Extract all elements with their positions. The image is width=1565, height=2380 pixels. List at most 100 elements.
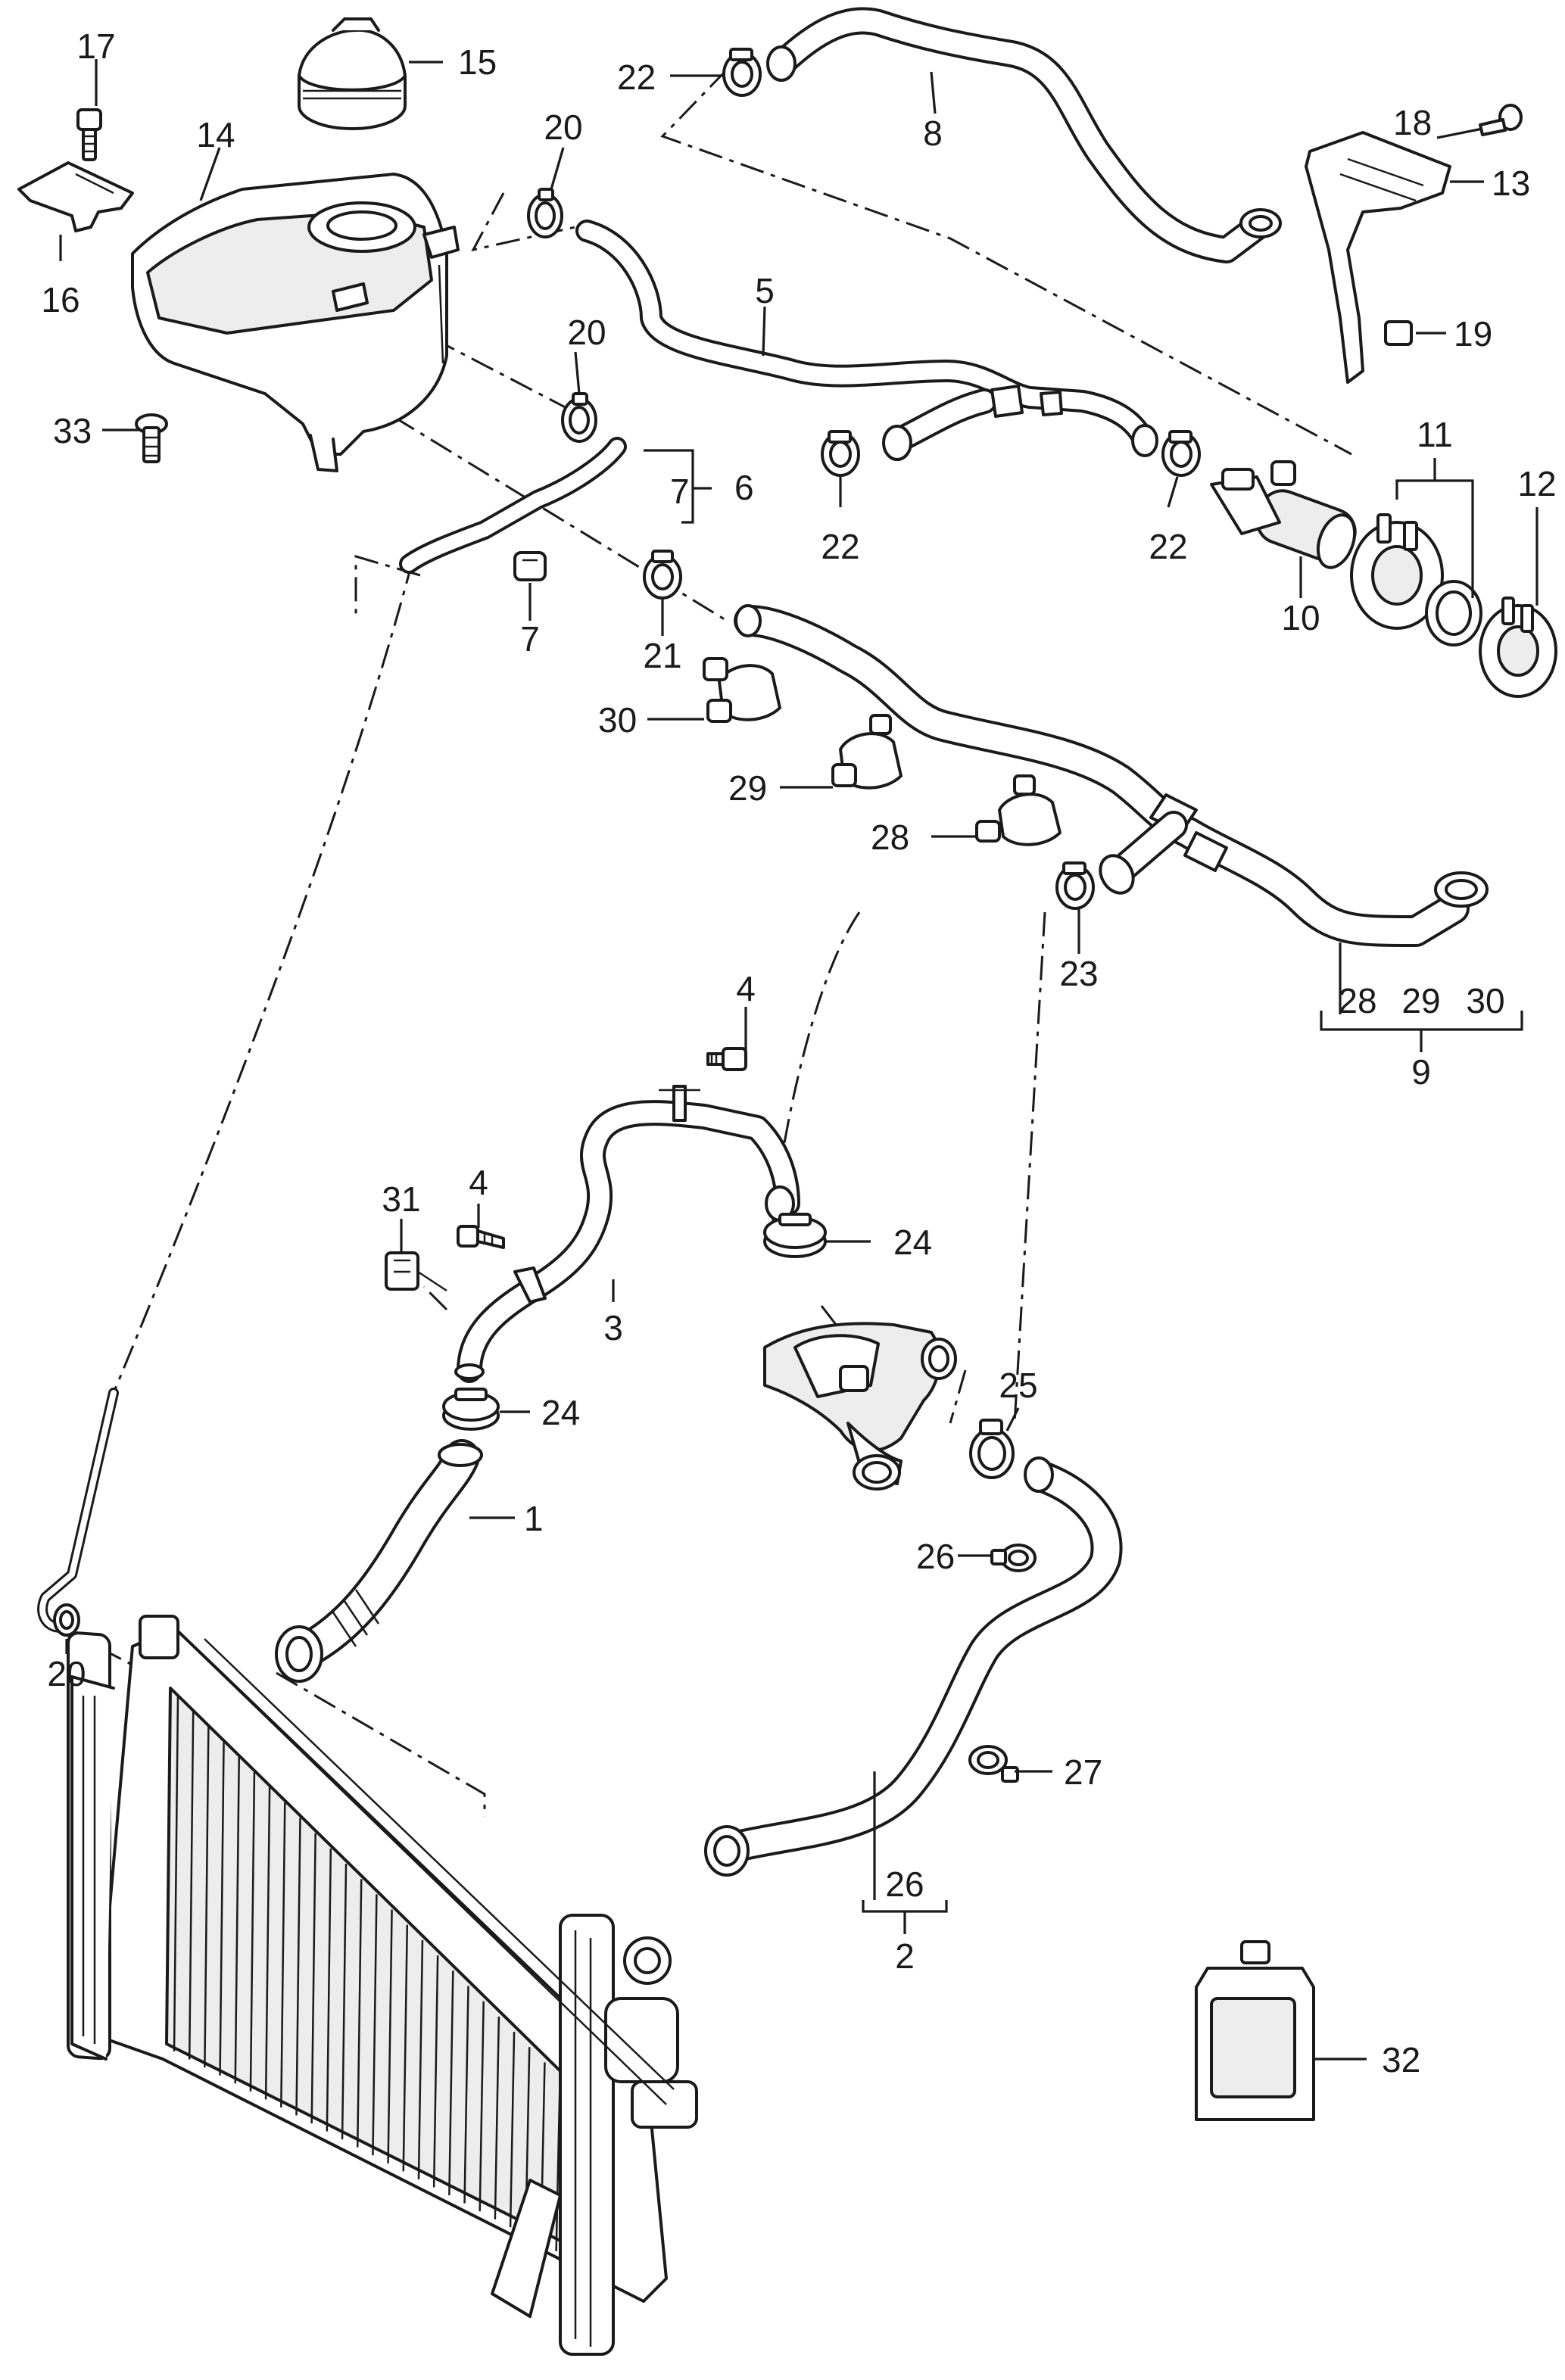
radiator-fin: [264, 1787, 271, 2100]
callout-labels: 17 15 14 16 33 20 20 22 8 5 6 7 7 22 22 …: [41, 26, 1556, 2079]
callout-22-a: 22: [617, 58, 656, 97]
bracket-16: [17, 161, 134, 232]
radiator-fin: [341, 1864, 348, 2140]
callout-7-a: 7: [670, 472, 690, 511]
callout-20-c: 20: [47, 1654, 86, 1693]
callout-10: 10: [1281, 598, 1320, 637]
callout-5: 5: [755, 271, 775, 310]
bolt-4-upper: [706, 1047, 747, 1071]
callout-26-a: 26: [916, 1537, 955, 1576]
hose-2: [704, 1456, 1123, 1877]
radiator-fin: [188, 1711, 195, 2060]
leader-lines: [59, 59, 1539, 2061]
bracket-13: [1305, 131, 1451, 384]
radiator-fin: [173, 1695, 179, 2052]
pipe-3: [454, 1085, 800, 1383]
callout-15: 15: [458, 42, 497, 82]
clamp-22-c: [1161, 430, 1201, 477]
radiator-fin: [509, 2032, 516, 2228]
callout-27: 27: [1064, 1752, 1102, 1792]
callout-18: 18: [1393, 103, 1432, 142]
callout-22-c: 22: [1149, 527, 1187, 566]
clamp-23: [1055, 861, 1095, 910]
callout-8: 8: [923, 114, 943, 153]
callout-24-a: 24: [893, 1223, 932, 1262]
callout-30-b: 30: [1466, 981, 1504, 1020]
clamp-27: [968, 1745, 1019, 1783]
clip-19: [1384, 320, 1413, 346]
filler-cap: [298, 17, 407, 130]
radiator-fin: [204, 1726, 210, 2068]
radiator-fin: [249, 1771, 256, 2092]
bolt-17: [76, 108, 102, 161]
radiator-fin: [310, 1833, 316, 2124]
callout-30-a: 30: [598, 700, 637, 740]
callout-23: 23: [1059, 954, 1098, 993]
callout-16: 16: [41, 280, 79, 319]
callout-21: 21: [643, 636, 681, 675]
callout-25: 25: [999, 1366, 1037, 1405]
radiator-fin: [448, 1970, 454, 2196]
callout-19: 19: [1454, 314, 1492, 354]
callout-14: 14: [196, 115, 235, 154]
sensor-11: [1350, 513, 1482, 646]
callout-11: 11: [1417, 415, 1453, 454]
radiator-fin: [387, 1909, 393, 2163]
callout-29-b: 29: [1401, 981, 1440, 1020]
callout-13: 13: [1492, 164, 1530, 203]
clip-28: [975, 774, 1062, 846]
callout-4-a: 4: [736, 969, 756, 1008]
clamp-20-c: [53, 1603, 80, 1637]
hose-1: [275, 1439, 483, 1683]
callout-3: 3: [603, 1308, 623, 1347]
callout-17: 17: [76, 26, 115, 66]
clamp-22-a: [722, 48, 762, 97]
callout-6: 6: [734, 468, 754, 507]
clamp-20-a: [527, 188, 563, 238]
clip-29: [831, 714, 903, 790]
callout-20-b: 20: [567, 313, 606, 352]
callout-22-b: 22: [821, 527, 859, 566]
clamp-21: [643, 550, 682, 600]
radiator-fin: [234, 1756, 240, 2084]
callout-2: 2: [895, 1936, 915, 1976]
thermostat-housing: [763, 1322, 957, 1491]
callout-7-b: 7: [520, 619, 540, 659]
radiator-fin: [372, 1894, 378, 2156]
hose-9: [734, 604, 1489, 947]
radiator-fin: [356, 1879, 363, 2148]
radiator-fin: [402, 1924, 409, 2172]
sensor-12: [1479, 597, 1557, 698]
expansion-tank: [131, 173, 460, 472]
radiator-fin: [295, 1818, 301, 2116]
bolt-33: [135, 413, 168, 463]
callout-32: 32: [1382, 2040, 1420, 2079]
radiator-fin: [417, 1939, 424, 2179]
clip-30: [703, 657, 781, 723]
callout-29-a: 29: [728, 768, 767, 808]
auxiliary-water-pump: [1210, 460, 1357, 569]
radiator-fin: [479, 2001, 485, 2212]
hose-8: [766, 7, 1282, 263]
radiator-fin: [219, 1741, 225, 2076]
radiator-fin: [326, 1848, 332, 2132]
callout-12: 12: [1517, 464, 1556, 503]
callout-28-b: 28: [1338, 981, 1376, 1020]
radiator-fin: [463, 1986, 469, 2204]
radiator: [67, 1615, 698, 2356]
radiator-fin: [494, 2016, 500, 2220]
callout-1: 1: [524, 1499, 544, 1538]
clamp-24-lower: [442, 1388, 500, 1431]
callout-9: 9: [1411, 1052, 1431, 1092]
callout-28-a: 28: [871, 818, 909, 857]
clamp-25: [969, 1419, 1015, 1479]
clip-31: [385, 1251, 447, 1292]
bolt-4-lower: [457, 1225, 505, 1249]
callout-26-b: 26: [885, 1864, 924, 1904]
callout-33: 33: [53, 411, 92, 450]
hose-5: [575, 220, 1158, 461]
clamp-22-b: [821, 430, 860, 477]
callout-4-b: 4: [469, 1163, 488, 1202]
callout-24-b: 24: [541, 1393, 580, 1432]
